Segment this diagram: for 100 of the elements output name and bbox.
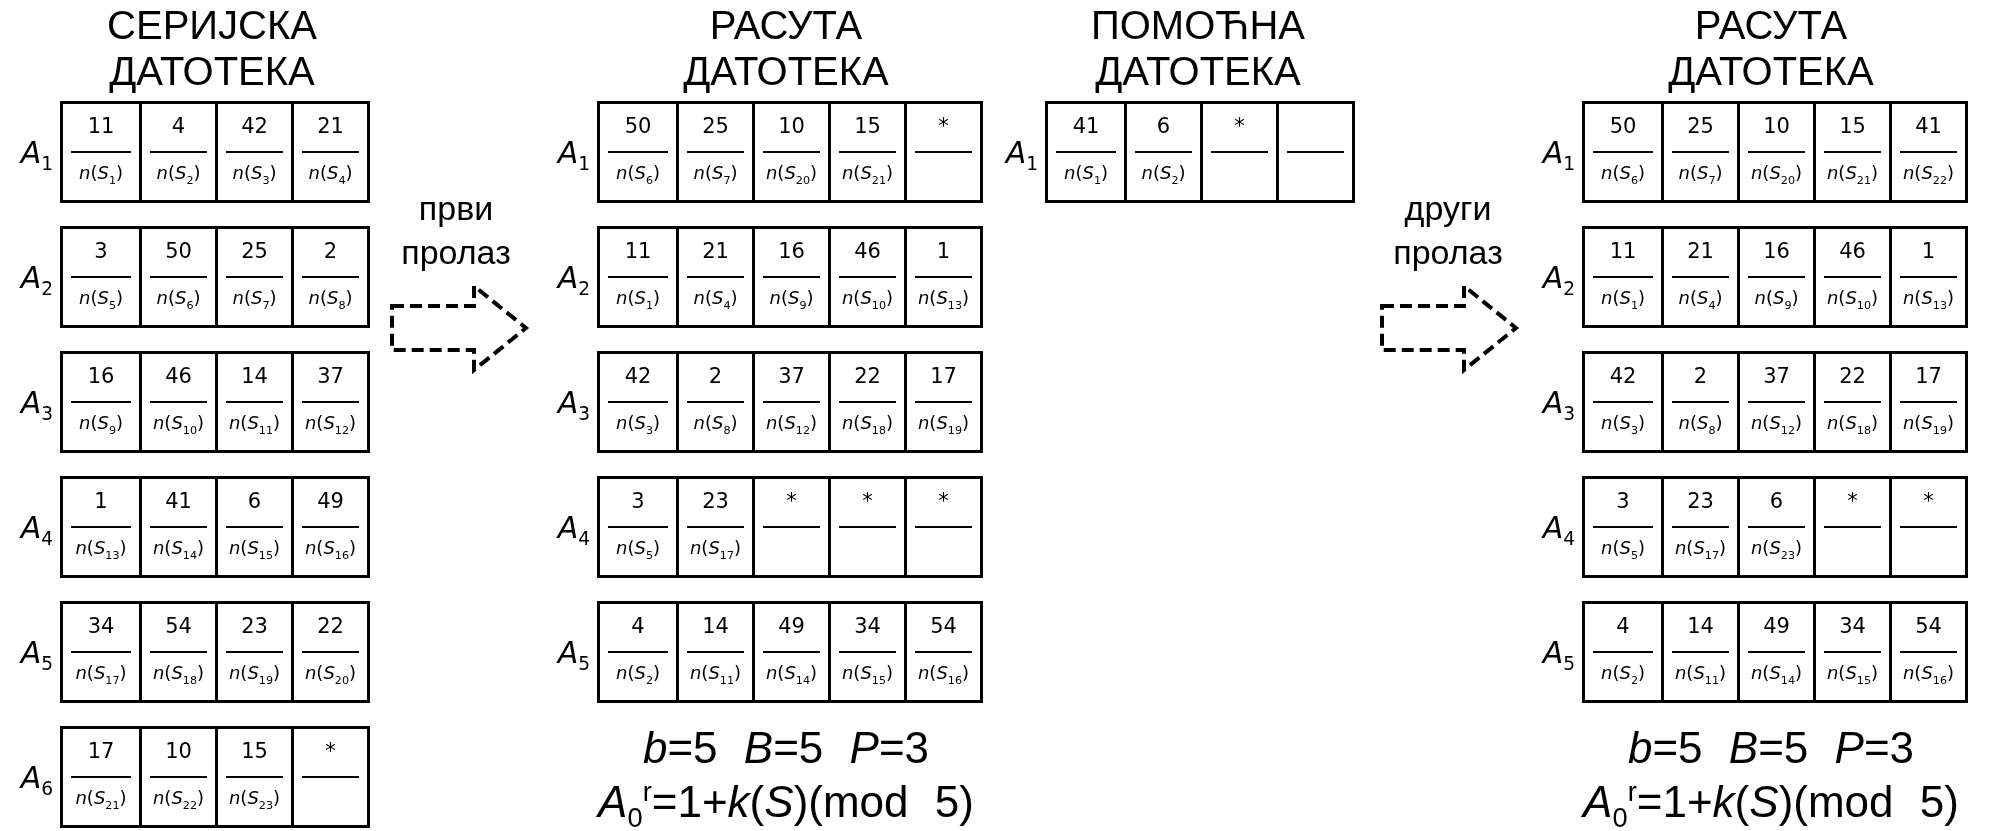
- bucket-box: [597, 101, 983, 203]
- bucket-box: [597, 601, 983, 703]
- key-value: 2: [323, 239, 338, 263]
- key-value: 15: [1839, 114, 1866, 138]
- record-address: n(S$_{22}$): [152, 787, 205, 808]
- record-address: n(S$_{22}$): [1902, 162, 1955, 183]
- key-value: *: [938, 114, 949, 138]
- bucket-box: [60, 226, 370, 328]
- key-value: 10: [165, 739, 192, 763]
- bucket-box: [1582, 601, 1968, 703]
- bucket-label: A$_{6}$: [20, 759, 53, 795]
- record-address: n(S$_{1}$): [79, 162, 123, 183]
- record-address: n(S$_{3}$): [232, 162, 277, 183]
- key-value: 25: [241, 239, 268, 263]
- bucket-label: A$_{4}$: [1542, 509, 1575, 545]
- bucket-label: A$_{5}$: [557, 634, 590, 670]
- key-value: 25: [1687, 114, 1714, 138]
- key-value: 46: [1839, 239, 1866, 263]
- formula-text: b=5 B=5 P=3: [641, 722, 931, 774]
- key-value: 15: [854, 114, 881, 138]
- record-address: n(S$_{13}$): [75, 537, 127, 558]
- key-value: *: [938, 489, 949, 513]
- bucket-label: A$_{2}$: [1542, 259, 1575, 295]
- record-address: n(S$_{16}$): [1902, 662, 1955, 683]
- record-address: n(S$_{21}$): [75, 787, 127, 808]
- key-value: 16: [1763, 239, 1790, 263]
- file-title: ПОМОЋНА ДАТОТЕКА: [1090, 2, 1306, 94]
- bucket-box: [1045, 101, 1355, 203]
- record-address: n(S$_{11}$): [228, 412, 281, 433]
- key-value: *: [1234, 114, 1245, 138]
- record-address: n(S$_{5}$): [1601, 537, 1645, 558]
- record-address: n(S$_{1}$): [616, 287, 660, 308]
- key-value: 17: [1915, 364, 1942, 388]
- file-title: СЕРИЈСКА ДАТОТЕКА: [106, 2, 318, 94]
- record-address: n(S$_{6}$): [1601, 162, 1645, 183]
- key-value: *: [325, 739, 336, 763]
- key-value: 41: [1915, 114, 1942, 138]
- record-address: n(S$_{10}$): [841, 287, 894, 308]
- key-value: 41: [165, 489, 192, 513]
- key-value: 17: [930, 364, 957, 388]
- bucket-box: [60, 476, 370, 578]
- bucket-label: A$_{3}$: [1542, 384, 1575, 420]
- key-value: 11: [87, 114, 115, 138]
- bucket-box: [597, 476, 983, 578]
- bucket-label: A$_{4}$: [557, 509, 590, 545]
- bucket-box: [60, 101, 370, 203]
- key-value: 3: [94, 239, 108, 263]
- bucket-label: A$_{5}$: [20, 634, 53, 670]
- key-value: 50: [624, 114, 652, 138]
- key-value: 25: [702, 114, 729, 138]
- key-value: 14: [241, 364, 268, 388]
- file-title: РАСУТА ДАТОТЕКА: [682, 2, 890, 94]
- key-value: 22: [317, 614, 344, 638]
- record-address: n(S$_{3}$): [1601, 412, 1645, 433]
- bucket-box: [1582, 351, 1968, 453]
- key-value: 41: [1072, 114, 1100, 138]
- record-address: n(S$_{3}$): [616, 412, 660, 433]
- bucket-box: [1582, 226, 1968, 328]
- record-address: n(S$_{19}$): [228, 662, 281, 683]
- key-value: 4: [1616, 614, 1630, 638]
- bucket-box: [597, 226, 983, 328]
- record-address: n(S$_{20}$): [304, 662, 357, 683]
- record-address: n(S$_{15}$): [1826, 662, 1879, 683]
- formula-text: A$_{0}$$^{r}$=1+k(S)(mod 5): [595, 776, 975, 828]
- record-address: n(S$_{19}$): [1902, 412, 1955, 433]
- record-address: n(S$_{23}$): [228, 787, 281, 808]
- key-value: *: [1923, 489, 1934, 513]
- key-value: 1: [936, 239, 951, 263]
- record-address: n(S$_{11}$): [689, 662, 742, 683]
- key-value: 4: [171, 114, 186, 138]
- bucket-label: A$_{1}$: [20, 134, 53, 170]
- key-value: 2: [1693, 364, 1708, 388]
- record-address: n(S$_{20}$): [765, 162, 818, 183]
- bucket-label: A$_{1}$: [1005, 134, 1038, 170]
- record-address: n(S$_{14}$): [765, 662, 818, 683]
- key-value: 49: [1763, 614, 1790, 638]
- record-address: n(S$_{9}$): [1754, 287, 1799, 308]
- key-value: 3: [1616, 489, 1630, 513]
- record-address: n(S$_{8}$): [693, 412, 738, 433]
- pass-label: први пролаз: [400, 188, 512, 273]
- record-address: n(S$_{2}$): [156, 162, 201, 183]
- key-value: 16: [778, 239, 805, 263]
- record-address: n(S$_{8}$): [1678, 412, 1723, 433]
- record-address: n(S$_{4}$): [693, 287, 738, 308]
- key-value: 21: [1687, 239, 1714, 263]
- key-value: 23: [702, 489, 729, 513]
- key-value: 37: [317, 364, 344, 388]
- record-address: n(S$_{2}$): [1141, 162, 1186, 183]
- record-address: n(S$_{16}$): [917, 662, 970, 683]
- record-address: n(S$_{4}$): [308, 162, 353, 183]
- key-value: 49: [778, 614, 805, 638]
- record-address: n(S$_{1}$): [1601, 287, 1645, 308]
- record-address: n(S$_{7}$): [693, 162, 738, 183]
- key-value: 14: [1687, 614, 1714, 638]
- key-value: 1: [94, 489, 108, 513]
- key-value: 54: [1915, 614, 1942, 638]
- key-value: 34: [1839, 614, 1866, 638]
- record-address: n(S$_{5}$): [616, 537, 660, 558]
- record-address: n(S$_{12}$): [765, 412, 818, 433]
- key-value: 46: [165, 364, 192, 388]
